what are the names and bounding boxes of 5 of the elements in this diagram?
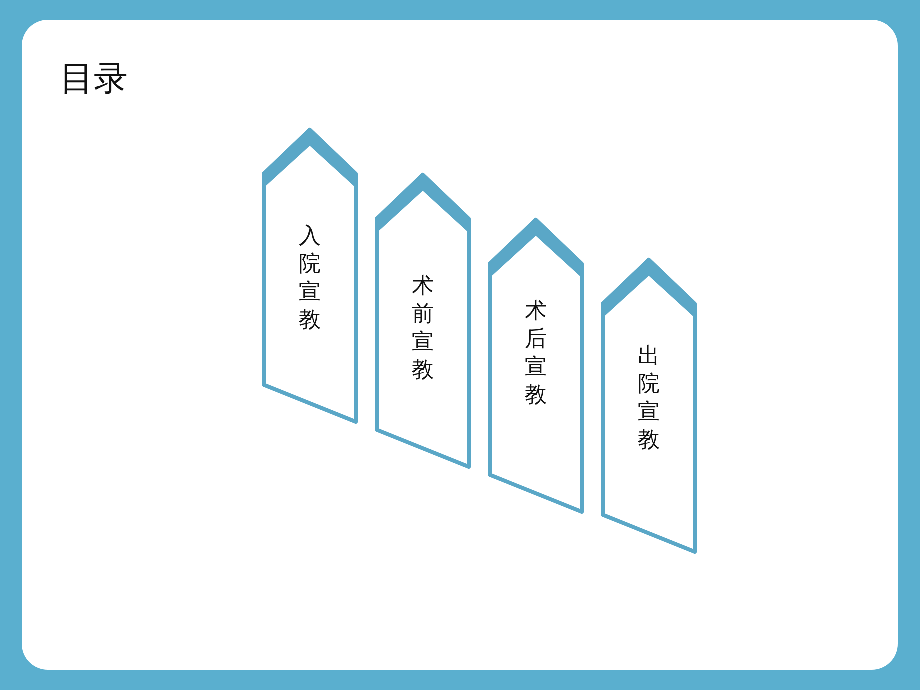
vertical-label: 术后宣教: [524, 298, 548, 410]
vertical-label: 术前宣教: [411, 273, 435, 385]
vertical-label: 入院宣教: [298, 223, 322, 335]
vertical-label: 出院宣教: [637, 343, 661, 455]
slide-title: 目录: [60, 58, 128, 101]
